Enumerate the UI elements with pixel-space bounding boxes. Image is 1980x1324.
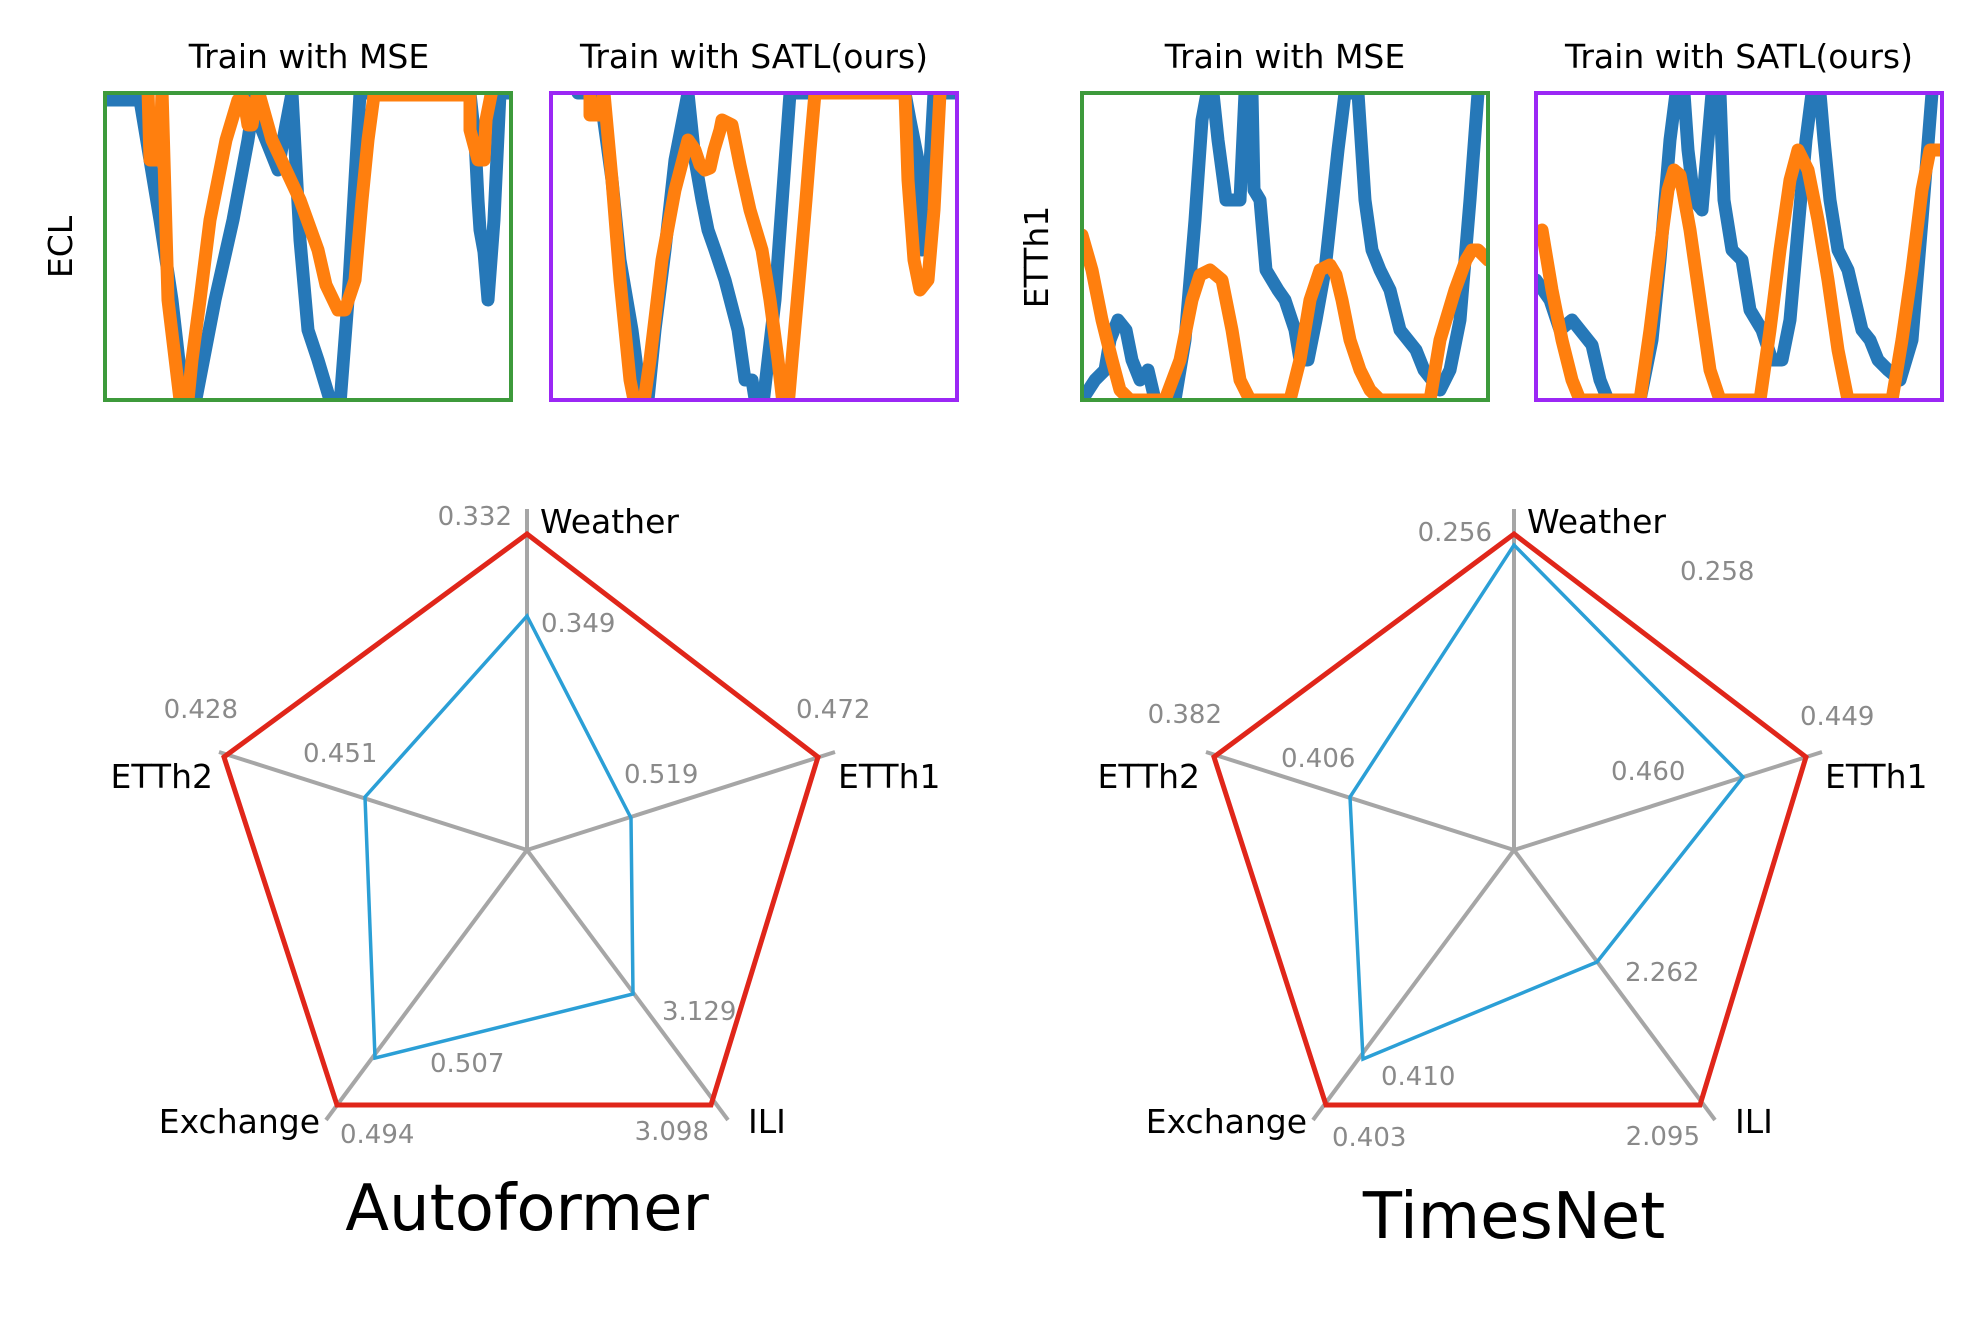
panel-title-etth1-satl: Train with SATL(ours) <box>1564 37 1913 76</box>
radar-value-label: 0.449 <box>1800 702 1874 732</box>
series-blue-line <box>105 93 511 400</box>
radar-value-label: 0.410 <box>1381 1062 1455 1092</box>
radar-value-label: 0.406 <box>1281 744 1355 774</box>
radar-value-label: 3.129 <box>662 997 736 1027</box>
radar-axes <box>218 509 836 1122</box>
radar-value-label: 2.262 <box>1625 958 1699 988</box>
radar-axis-label-exchange: Exchange <box>1146 1102 1307 1141</box>
panel-ecl-mse <box>105 93 511 400</box>
panel-border-mse <box>1080 91 1490 402</box>
radar-axis-exchange <box>1311 848 1516 1122</box>
panel-border-mse <box>103 91 513 402</box>
radar-value-label: 0.428 <box>164 695 238 725</box>
radar-axis-etth2 <box>218 750 528 852</box>
panel-title-ecl-satl: Train with SATL(ours) <box>579 37 928 76</box>
radar-series-inner <box>363 612 635 1061</box>
radar-value-label: 0.332 <box>438 502 512 532</box>
radar-value-label: 0.256 <box>1418 518 1492 548</box>
row-label-etth1: ETTh1 <box>1017 206 1056 309</box>
series-blue-line <box>1536 93 1939 400</box>
radar-value-label: 0.349 <box>541 609 615 639</box>
panel-border-satl <box>1534 91 1944 402</box>
radar-value-label: 0.451 <box>303 739 377 769</box>
panel-ecl-satl <box>571 93 957 400</box>
radar-chart-title: Autoformer <box>345 1172 709 1246</box>
radar-axis-exchange <box>324 848 529 1122</box>
radar-chart-timesnet: Weather ETTh1 ILI Exchange ETTh2 0.256 0… <box>1098 502 1928 1254</box>
panel-border-satl <box>549 91 959 402</box>
radar-axis-label-weather: Weather <box>540 502 679 541</box>
radar-chart-autoformer: Weather ETTh1 ILI Exchange ETTh2 0.332 0… <box>111 502 941 1246</box>
radar-axis-ili <box>525 848 730 1122</box>
radar-value-label: 0.258 <box>1680 557 1754 587</box>
radar-axis-label-etth1: ETTh1 <box>838 757 941 796</box>
radar-value-label: 0.519 <box>624 760 698 790</box>
radar-value-label: 3.098 <box>635 1117 709 1147</box>
radar-axis-etth1 <box>526 750 836 852</box>
panel-etth1-mse <box>1082 93 1488 400</box>
radar-value-label: 0.472 <box>796 695 870 725</box>
radar-chart-title: TimesNet <box>1362 1180 1665 1254</box>
radar-series-outer <box>1211 530 1809 1108</box>
series-orange-line <box>1082 228 1488 400</box>
radar-value-label: 0.460 <box>1611 757 1685 787</box>
radar-axis-etth2 <box>1205 750 1515 852</box>
row-label-ecl: ECL <box>41 215 80 278</box>
panel-title-ecl-mse: Train with MSE <box>188 37 429 76</box>
series-blue-line <box>1082 93 1485 400</box>
series-orange-line <box>583 93 947 400</box>
panel-title-etth1-mse: Train with MSE <box>1164 37 1405 76</box>
radar-series-outer <box>221 530 821 1108</box>
radar-series-inner <box>1348 542 1746 1062</box>
radar-axis-label-ili: ILI <box>1735 1102 1773 1141</box>
radar-axis-label-ili: ILI <box>748 1102 786 1141</box>
radar-value-label: 0.494 <box>340 1120 414 1150</box>
radar-axis-ili <box>1512 848 1717 1122</box>
radar-axis-label-etth2: ETTh2 <box>1098 757 1201 796</box>
radar-axis-label-etth1: ETTh1 <box>1825 757 1928 796</box>
radar-value-label: 2.095 <box>1626 1122 1700 1152</box>
radar-axes <box>1205 509 1823 1122</box>
radar-value-label: 0.382 <box>1148 700 1222 730</box>
radar-value-label: 0.507 <box>430 1049 504 1079</box>
radar-axis-label-exchange: Exchange <box>159 1102 320 1141</box>
radar-axis-label-weather: Weather <box>1527 502 1666 541</box>
radar-axis-etth1 <box>1513 750 1823 852</box>
zoom-panels: ECL ETTh1 Train with MSE Train with SATL… <box>41 37 1944 402</box>
radar-axis-label-etth2: ETTh2 <box>111 757 214 796</box>
radar-value-label: 0.403 <box>1332 1123 1406 1153</box>
panel-etth1-satl <box>1536 93 1942 400</box>
